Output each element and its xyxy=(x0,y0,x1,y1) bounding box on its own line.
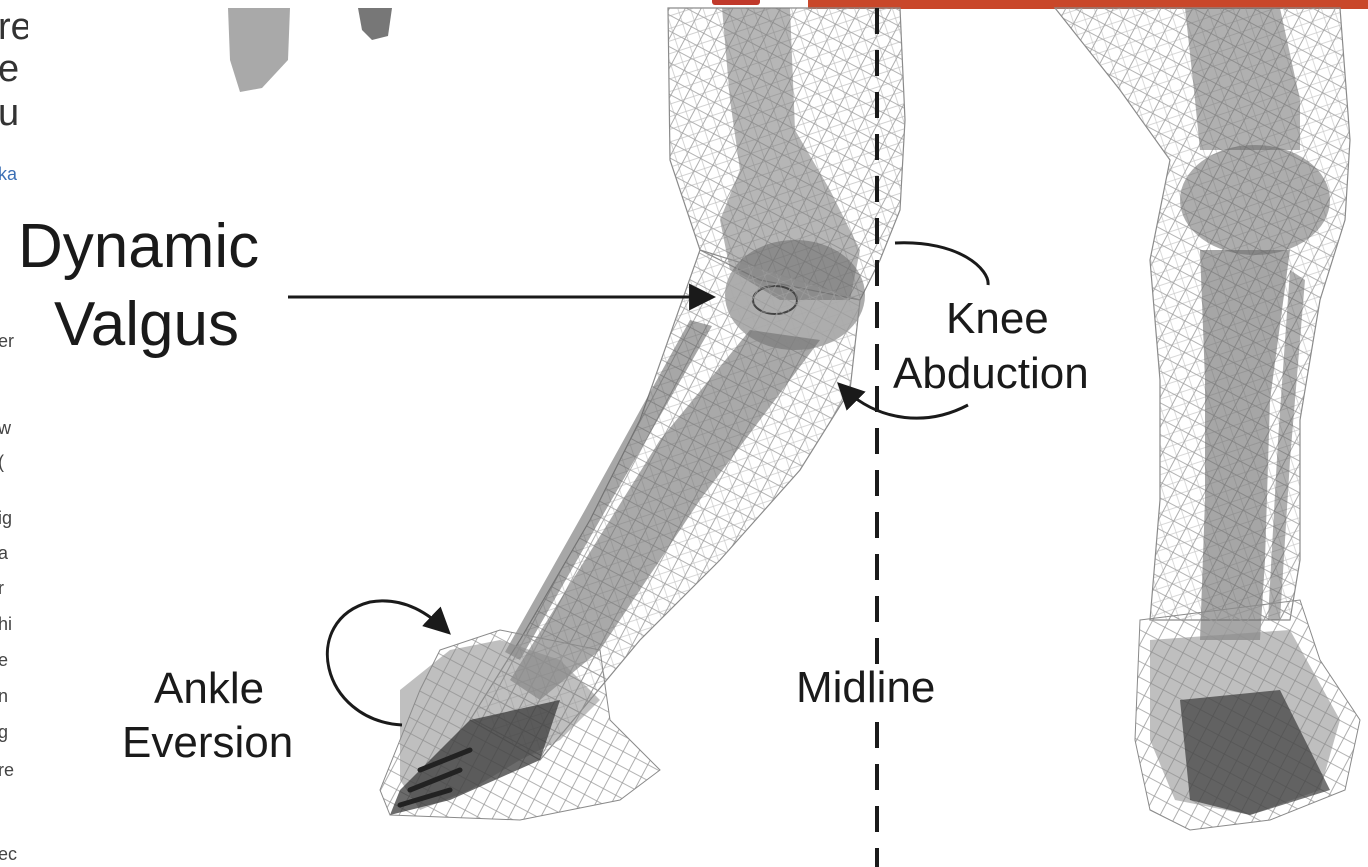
ankle-eversion-label-line2: Eversion xyxy=(122,721,293,765)
midline-label: Midline xyxy=(792,666,939,710)
knee-abduction-upper-arc xyxy=(895,243,988,285)
dynamic-valgus-label-line1: Dynamic xyxy=(18,216,259,278)
right-leg-figure xyxy=(1055,8,1360,830)
ankle-eversion-label-line1: Ankle xyxy=(154,667,264,711)
knee-abduction-label-line1: Knee xyxy=(946,297,1049,341)
dynamic-valgus-label-line2: Valgus xyxy=(54,294,239,356)
cropped-artwork-fragment xyxy=(228,8,392,92)
knee-abduction-label-line2: Abduction xyxy=(893,352,1089,396)
